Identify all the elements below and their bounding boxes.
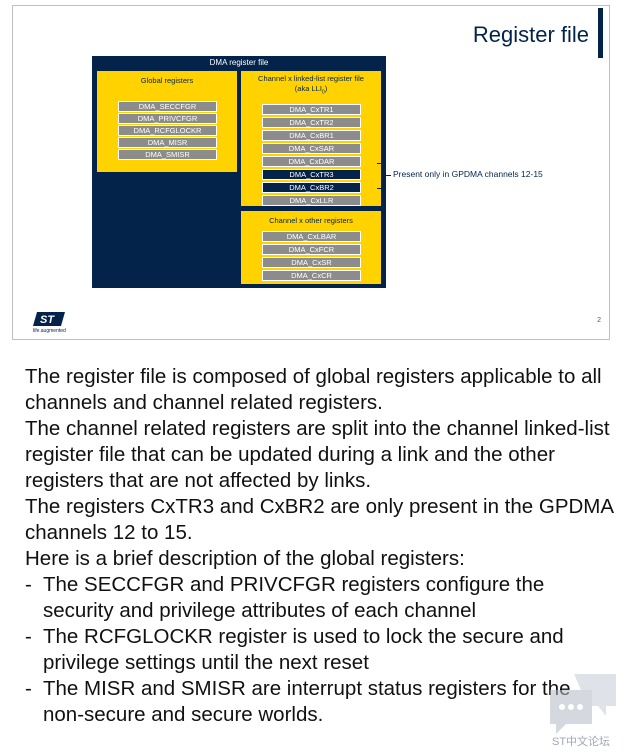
register-cxtr2: DMA_CxTR2: [262, 117, 361, 128]
register-privcfgr: DMA_PRIVCFGR: [118, 113, 217, 124]
notes-bullet: -The RCFGLOCKR register is used to lock …: [25, 625, 564, 674]
linked-list-registers-box: Channel x linked-list register file (aka…: [241, 71, 381, 206]
linked-list-registers-title: Channel x linked-list register file: [258, 74, 364, 83]
notes-paragraph-2: The channel related registers are split …: [25, 417, 610, 492]
register-cxtr1: DMA_CxTR1: [262, 104, 361, 115]
slide-title: Register file: [472, 22, 589, 47]
st-logo-icon: ST: [33, 312, 65, 326]
logo-tagline: life.augmented: [33, 328, 66, 334]
register-cxllr: DMA_CxLLR: [262, 195, 361, 206]
page-number: 2: [597, 317, 601, 324]
forum-watermark-icon: [550, 674, 616, 734]
other-registers-box: Channel x other registers DMA_CxLBAR DMA…: [241, 211, 381, 284]
gpdma-bracket-line: [384, 175, 391, 176]
register-smisr: DMA_SMISR: [118, 149, 217, 160]
register-cxcr: DMA_CxCR: [262, 270, 361, 281]
register-rcfglockr: DMA_RCFGLOCKR: [118, 125, 217, 136]
notes-bullet: -The MISR and SMISR are interrupt status…: [25, 677, 571, 726]
register-seccfgr: DMA_SECCFGR: [118, 101, 217, 112]
gpdma-note: Present only in GPDMA channels 12-15: [393, 169, 543, 179]
register-misr: DMA_MISR: [118, 137, 217, 148]
slide: Register file DMA register file Global r…: [12, 5, 610, 340]
global-registers-title: Global registers: [140, 76, 194, 85]
gpdma-bracket: [377, 163, 384, 189]
svg-text:ST: ST: [40, 314, 55, 326]
dma-register-file: DMA register file Global registers DMA_S…: [92, 56, 386, 288]
notes-paragraph-4: Here is a brief description of the globa…: [25, 547, 465, 570]
register-cxbr1: DMA_CxBR1: [262, 130, 361, 141]
register-cxfcr: DMA_CxFCR: [262, 244, 361, 255]
register-cxdar: DMA_CxDAR: [262, 156, 361, 167]
register-cxsr: DMA_CxSR: [262, 257, 361, 268]
notes-paragraph-1: The register file is composed of global …: [25, 365, 602, 414]
notes-bullet: -The SECCFGR and PRIVCFGR registers conf…: [25, 573, 545, 622]
watermark-text: ST中文论坛: [552, 736, 611, 748]
register-cxlbar: DMA_CxLBAR: [262, 231, 361, 242]
register-cxtr3: DMA_CxTR3: [262, 169, 361, 180]
global-registers-box: Global registers DMA_SECCFGR DMA_PRIVCFG…: [97, 71, 237, 172]
register-cxbr2: DMA_CxBR2: [262, 182, 361, 193]
dma-register-file-title: DMA register file: [209, 58, 269, 67]
other-registers-title: Channel x other registers: [269, 216, 353, 225]
notes-paragraph-3: The registers CxTR3 and CxBR2 are only p…: [25, 495, 613, 544]
register-cxsar: DMA_CxSAR: [262, 143, 361, 154]
linked-list-registers-subtitle: (aka LLI0): [294, 84, 328, 96]
speaker-notes: The register file is composed of global …: [25, 364, 615, 728]
accent-bar: [598, 8, 603, 58]
